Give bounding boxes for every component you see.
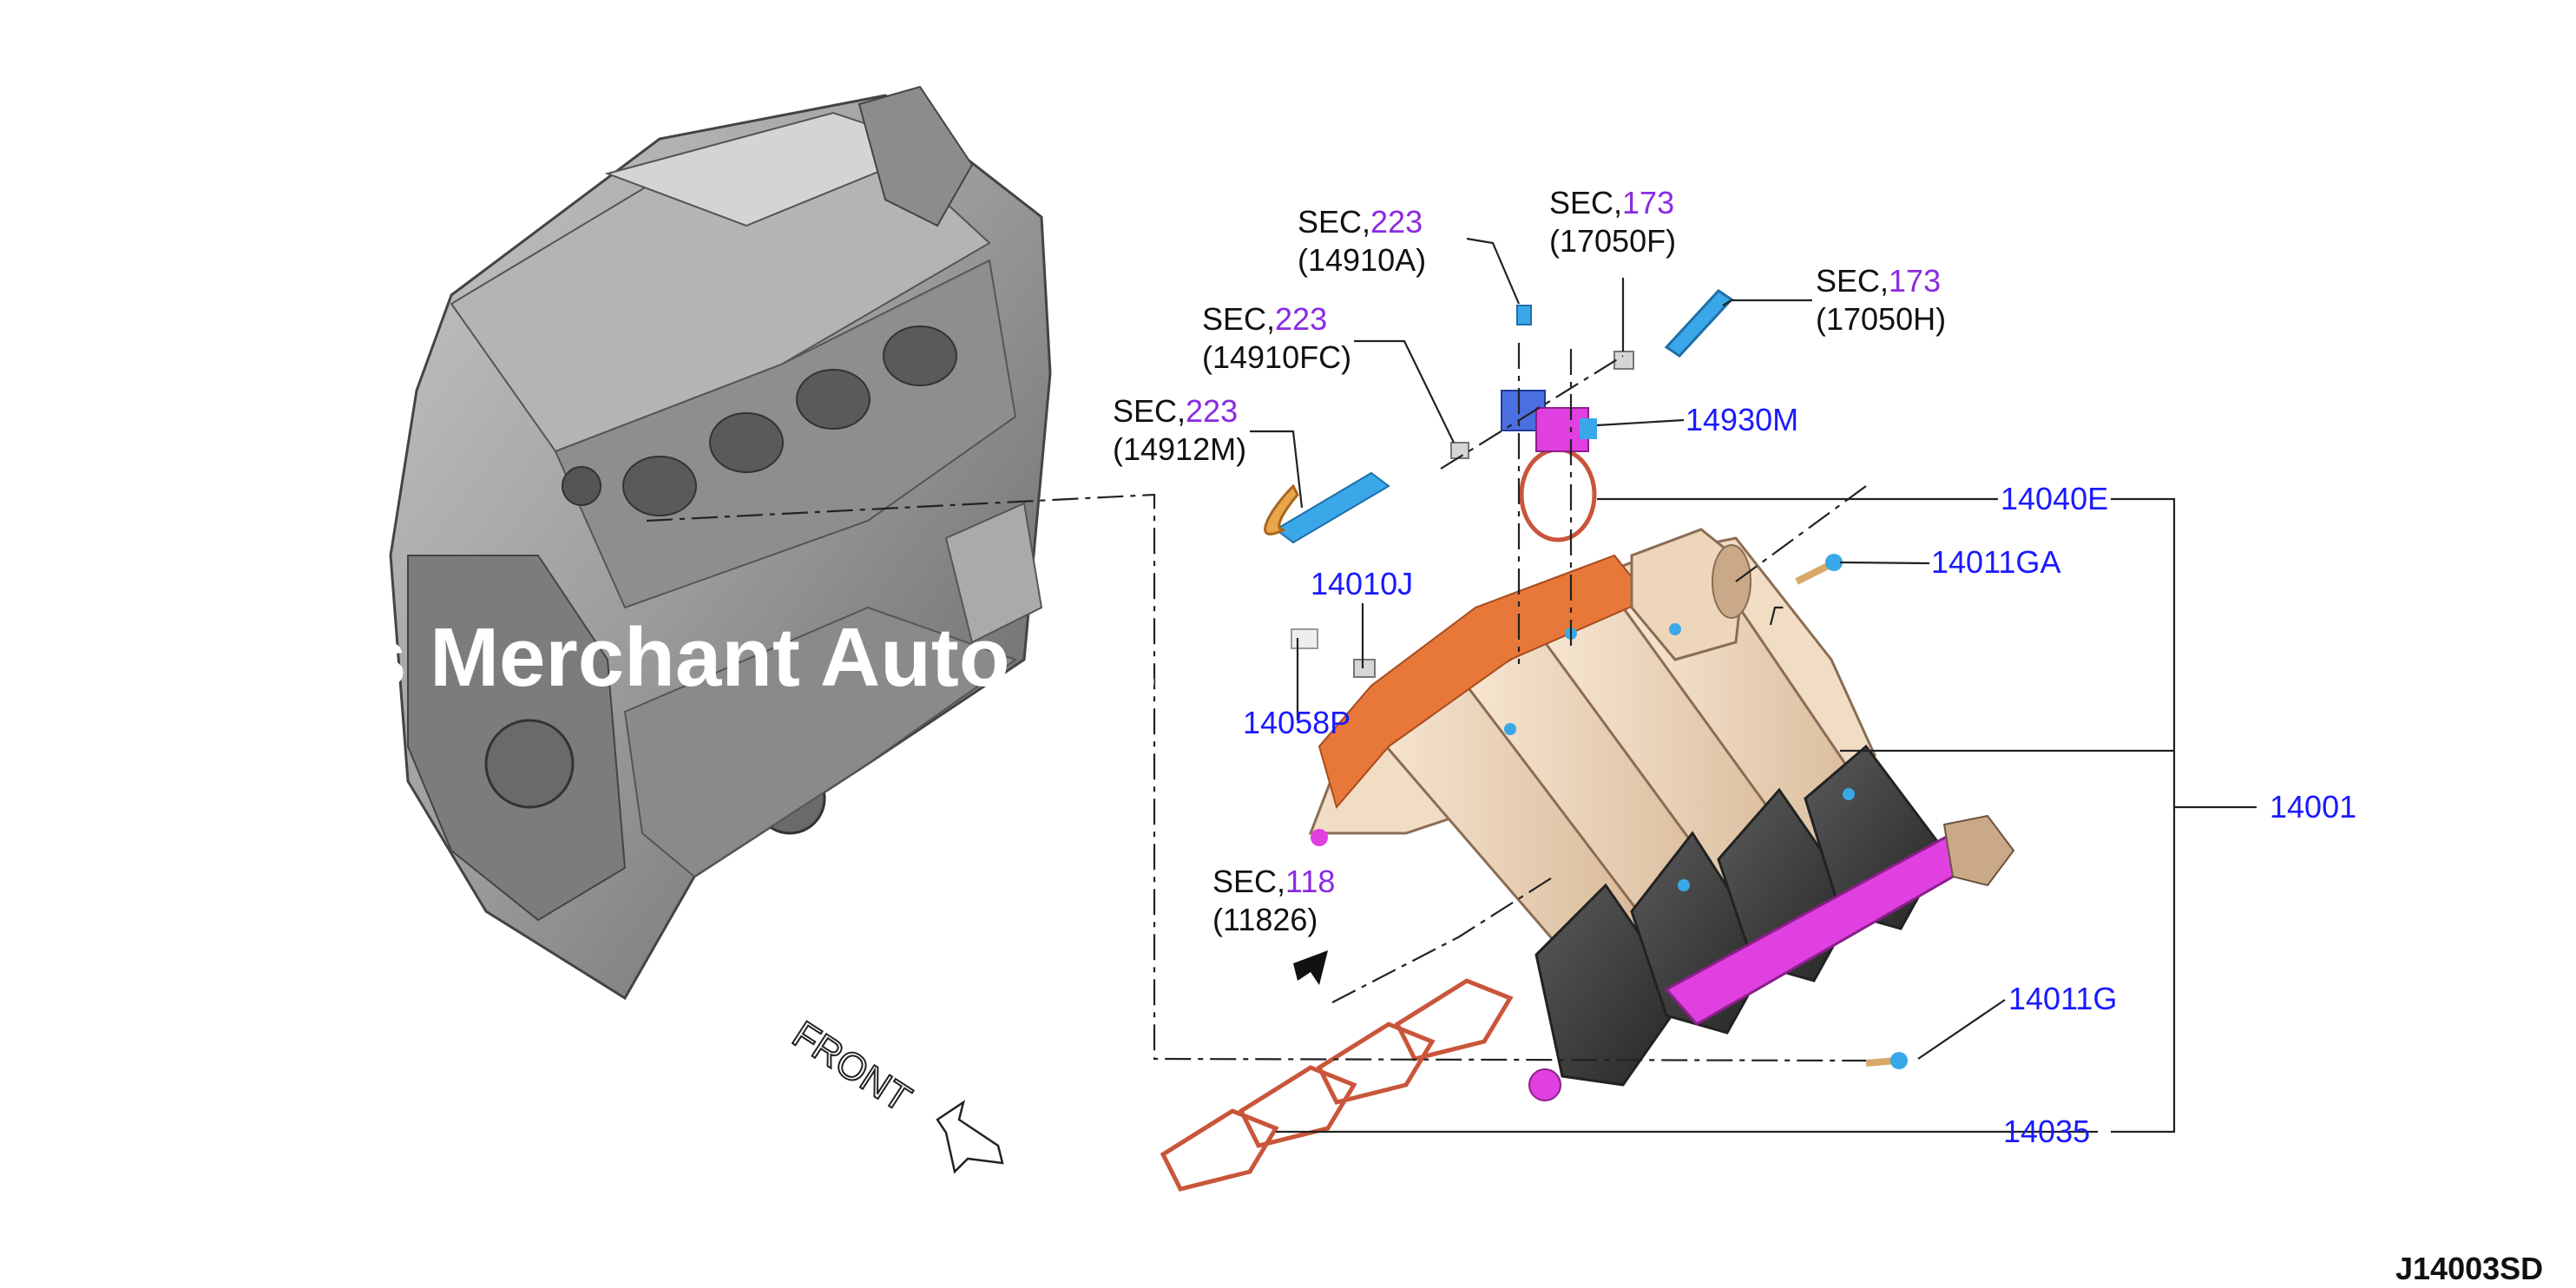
svg-text:SEC,173: SEC,173	[1816, 263, 1941, 299]
oring-14040e-illustration	[1519, 447, 1597, 542]
sec-label-11826[interactable]: SEC,118 (11826)	[1212, 864, 1335, 937]
sec-label-17050f[interactable]: SEC,173 (17050F)	[1549, 185, 1676, 259]
callout-14011g[interactable]: 14011G	[2008, 981, 2117, 1016]
assembly-dashed-lines	[646, 343, 1867, 1062]
clip-14910a-illustration	[1516, 305, 1532, 325]
hose-14912m-illustration	[1264, 483, 1299, 536]
engine-assembly-illustration	[389, 85, 1052, 1001]
svg-text:(14910FC): (14910FC)	[1202, 339, 1351, 375]
svg-text:SEC,223: SEC,223	[1298, 204, 1423, 240]
svg-text:(17050F): (17050F)	[1549, 223, 1676, 259]
throttle-body-illustration	[1630, 528, 1751, 661]
svg-text:(11826): (11826)	[1212, 902, 1318, 937]
sec-label-17050h[interactable]: SEC,173 (17050H)	[1816, 263, 1946, 337]
clamp-17050f-illustration	[1613, 351, 1634, 370]
callout-14011ga[interactable]: 14011GA	[1931, 544, 2060, 580]
diagram-code: J14003SD	[2395, 1251, 2543, 1286]
hose-17050h-illustration	[1664, 289, 1734, 358]
direction-arrow-sec118	[1293, 950, 1328, 985]
engine-cylinder-ports	[622, 325, 957, 516]
callout-14930m[interactable]: 14930M	[1686, 402, 1798, 437]
callout-14040e[interactable]: 14040E	[2001, 481, 2108, 516]
leader-lines	[1250, 237, 2257, 1134]
callout-14035[interactable]: 14035	[2003, 1114, 2090, 1149]
svg-text:FRONT: FRONT	[785, 1013, 919, 1120]
clamp-14010j-illustration	[1353, 659, 1376, 678]
svg-text:(17050H): (17050H)	[1816, 301, 1946, 337]
callout-14058p[interactable]: 14058P	[1243, 705, 1350, 740]
callout-14001[interactable]: 14001	[2270, 789, 2356, 825]
callout-14010j[interactable]: 14010J	[1311, 566, 1413, 601]
bolt-14011ga-illustration	[1795, 554, 1843, 585]
hose-14912m-cyan-illustration	[1274, 471, 1390, 544]
intake-manifold-illustration	[1308, 528, 2015, 1101]
bolt-14011g-illustration	[1865, 1052, 1908, 1069]
watermark-text: s Merchant Auto atalog	[360, 611, 1278, 704]
front-direction-indicator: FRONT	[785, 1012, 1004, 1174]
svg-text:(14912M): (14912M)	[1113, 431, 1246, 467]
svg-text:SEC,223: SEC,223	[1113, 393, 1238, 429]
sec-label-14912m[interactable]: SEC,223 (14912M)	[1113, 393, 1246, 467]
sec-label-14910fc[interactable]: SEC,223 (14910FC)	[1202, 301, 1351, 375]
sec-label-14910a[interactable]: SEC,223 (14910A)	[1298, 204, 1426, 278]
svg-text:(14910A): (14910A)	[1298, 242, 1426, 278]
manifold-gasket-illustration	[1160, 978, 1514, 1192]
sensor-14930m-illustration	[1501, 390, 1597, 452]
connector-14058p-illustration	[1291, 628, 1318, 649]
svg-text:SEC,223: SEC,223	[1202, 301, 1327, 337]
svg-text:SEC,118: SEC,118	[1212, 864, 1335, 899]
svg-text:SEC,173: SEC,173	[1549, 185, 1674, 220]
